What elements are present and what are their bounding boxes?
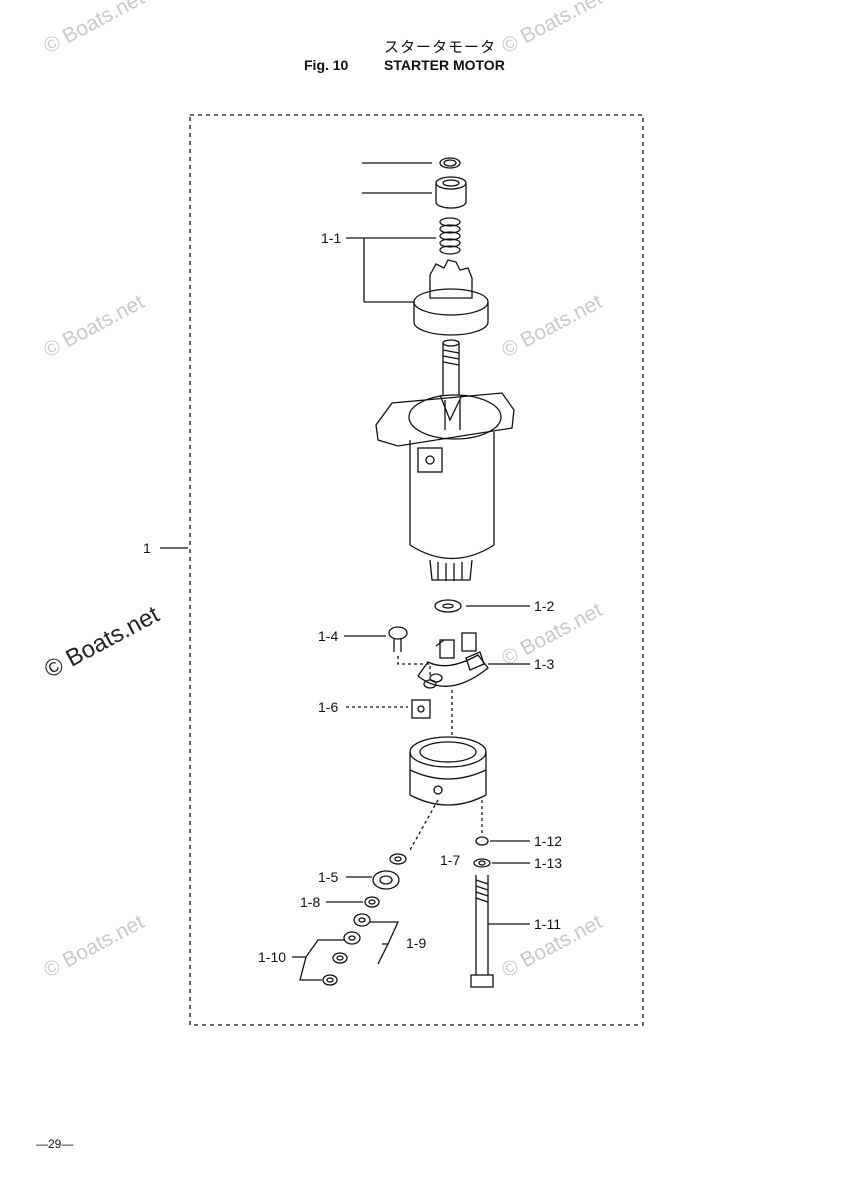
callout-1-11: 1-11	[534, 916, 561, 932]
nut	[322, 974, 338, 986]
callout-1-7: 1-7	[440, 852, 461, 868]
screw	[388, 626, 408, 652]
callout-1-3: 1-3	[534, 656, 555, 672]
callout-1-12: 1-12	[534, 833, 563, 849]
callout-1-10: 1-10	[258, 949, 287, 965]
circlip	[439, 157, 461, 169]
brush-pigtail	[423, 673, 443, 689]
callout-1-8: 1-8	[300, 894, 321, 910]
callout-1-13: 1-13	[534, 855, 563, 871]
terminal-plate	[411, 699, 431, 719]
brush-holder	[417, 632, 489, 687]
figure-title-japanese: スタータモータ	[384, 38, 497, 56]
callout-1: 1	[143, 540, 151, 556]
stop-collar	[435, 176, 467, 209]
callout-1-4: 1-4	[318, 628, 339, 644]
callout-1-1: 1-1	[321, 230, 342, 246]
lock-washer	[475, 836, 489, 846]
armature-shaft	[442, 339, 460, 395]
motor-housing	[375, 392, 515, 581]
figure-title: STARTER MOTOR	[384, 57, 505, 73]
page-number: —29—	[36, 1137, 74, 1151]
grommet	[372, 870, 400, 890]
end-frame	[409, 690, 487, 806]
nut	[353, 913, 371, 927]
nut	[343, 931, 361, 945]
washer	[364, 896, 380, 908]
flat-washer	[473, 858, 491, 868]
callout-1-5: 1-5	[318, 869, 339, 885]
seal-washer	[389, 853, 407, 865]
through-bolt	[470, 875, 494, 988]
pinion-drive	[413, 259, 489, 336]
nut	[332, 952, 348, 964]
callout-1-9: 1-9	[406, 935, 427, 951]
callout-1-6: 1-6	[318, 699, 339, 715]
figure-number: Fig. 10	[304, 57, 349, 73]
thrust-washer	[434, 599, 462, 613]
pinion-spring	[439, 217, 461, 255]
assembly-boundary	[189, 114, 644, 1026]
callout-1-2: 1-2	[534, 598, 555, 614]
page-number-value: 29	[48, 1137, 62, 1151]
